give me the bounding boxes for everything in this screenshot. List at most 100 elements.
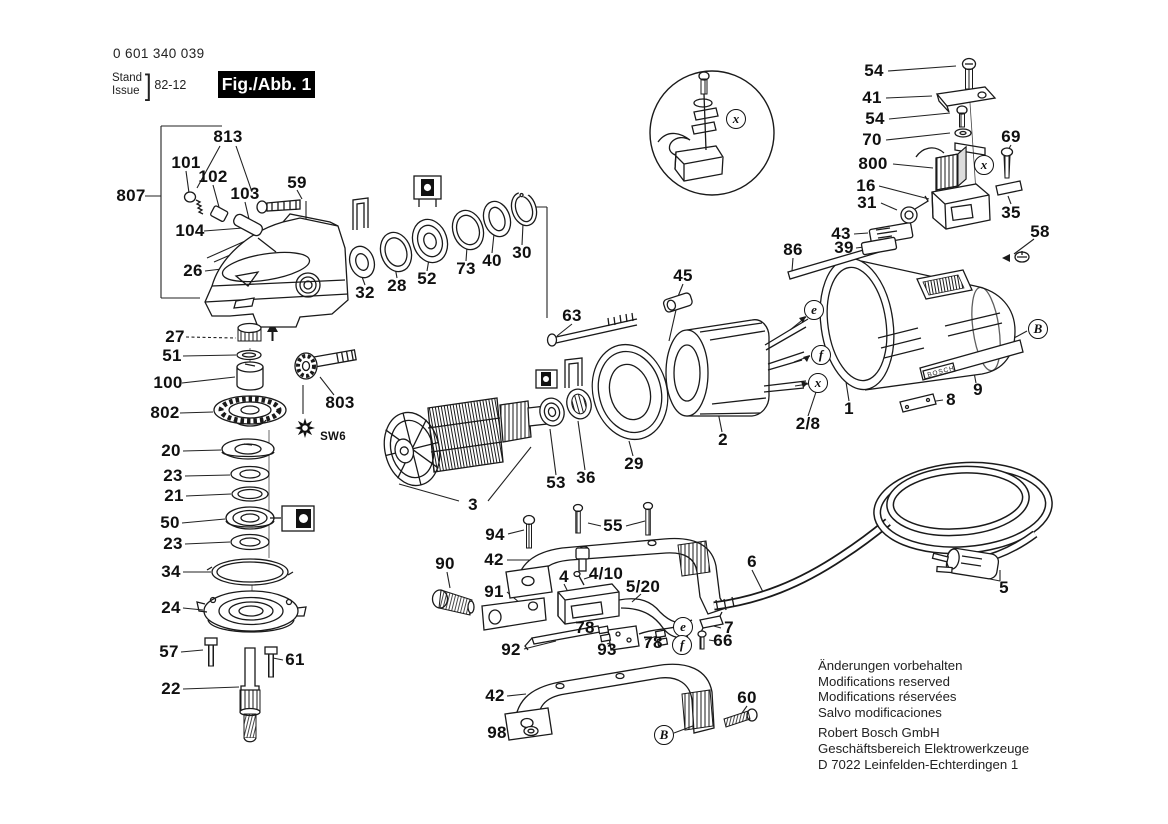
part-label-50: 50 (160, 513, 180, 532)
part-label-59: 59 (287, 173, 307, 192)
part-label-32: 32 (355, 283, 375, 302)
power-cord (873, 461, 1053, 580)
brush-holder-16 (931, 183, 991, 230)
part-label-3: 3 (468, 495, 478, 514)
part-label-51: 51 (162, 346, 182, 365)
terminal-block-93 (607, 625, 640, 651)
issue-label: Issue (112, 85, 140, 97)
ref-letter-f: f (811, 345, 831, 365)
spindle-bearing-set (348, 175, 538, 279)
part-label-57: 57 (159, 642, 179, 661)
part-label-86: 86 (783, 240, 803, 259)
part-label-55: 55 (603, 516, 623, 535)
ref-letter-x: x (726, 109, 746, 129)
stand-label: Stand (112, 72, 143, 84)
cord-clamp-7 (699, 615, 724, 629)
part-label-45: 45 (673, 266, 693, 285)
ring-28 (379, 231, 413, 273)
part-label-27: 27 (165, 327, 185, 346)
part-label-6: 6 (747, 552, 757, 571)
brand-strip-9: BOSCH (919, 339, 1024, 381)
brush-assembly (900, 57, 1023, 230)
ball-bearing-52 (411, 218, 449, 264)
part-label-21: 21 (164, 486, 184, 505)
gear-housing (183, 191, 369, 328)
part-label-800: 800 (858, 154, 888, 173)
ref-letter-x: x (808, 373, 828, 393)
plate-35 (995, 180, 1023, 196)
notice-line: Modifications reserved (818, 673, 950, 689)
part-label-23: 23 (163, 534, 183, 553)
switch-handle (431, 501, 891, 741)
part-label-4: 4 (559, 567, 569, 586)
part-label-30: 30 (512, 243, 532, 262)
carbon-brush-800 (915, 145, 967, 191)
part-label-16: 16 (856, 176, 876, 195)
part-label-54: 54 (864, 61, 884, 80)
part-label-SW6: SW6 (320, 431, 346, 443)
detail-balloon (649, 70, 775, 196)
notice-line: Salvo modificaciones (818, 704, 942, 720)
field-stator (546, 292, 809, 417)
part-label-2: 2 (718, 430, 728, 449)
part-label-22: 22 (161, 679, 181, 698)
bar-91 (481, 597, 547, 631)
notice-line: Modifications réservées (818, 689, 957, 705)
part-label-63: 63 (562, 306, 582, 325)
ref-letter-f: f (672, 635, 692, 655)
part-label-53: 53 (546, 473, 566, 492)
part-label-1: 1 (844, 399, 854, 418)
screw-60 (723, 708, 758, 728)
clamp-45 (662, 292, 693, 313)
part-label-803: 803 (325, 393, 355, 412)
part-label-9: 9 (973, 380, 983, 399)
spindle-gear-stack (196, 322, 357, 743)
issue-value: 82-12 (154, 77, 187, 92)
part-label-73: 73 (456, 259, 476, 278)
part-label-94: 94 (485, 525, 505, 544)
figure-label: Fig./Abb. 1 (218, 71, 315, 98)
mains-plug (931, 547, 1000, 580)
part-label-103: 103 (230, 184, 260, 203)
part-label-813: 813 (213, 127, 243, 146)
part-label-42: 42 (484, 550, 504, 569)
part-label-43: 43 (831, 224, 851, 243)
part-label-102: 102 (198, 167, 228, 186)
part-label-36: 36 (576, 468, 596, 487)
part-label-20: 20 (161, 441, 181, 460)
bearing-symbol-3 (535, 369, 558, 389)
wrench-size-icon (295, 418, 315, 438)
nut-98 (523, 725, 539, 737)
part-label-52: 52 (417, 269, 437, 288)
washer-40 (482, 200, 512, 238)
part-label-29: 29 (624, 454, 644, 473)
rear-bearing-set (535, 343, 669, 441)
address-line: D 7022 Leinfelden-Echterdingen 1 (818, 756, 1019, 772)
spring-clip-31 (900, 195, 929, 224)
ref-letter-e: e (804, 300, 824, 320)
address-line: Geschäftsbereich Elektrowerkzeuge (818, 740, 1030, 756)
screw-58 (1014, 251, 1030, 263)
part-label-35: 35 (1001, 203, 1021, 222)
part-label-23: 23 (163, 466, 183, 485)
part-label-7: 7 (724, 618, 734, 637)
part-label-70: 70 (862, 130, 882, 149)
address-line: Robert Bosch GmbH (818, 725, 940, 741)
screw-57 (204, 637, 218, 667)
part-label-34: 34 (161, 562, 181, 581)
issue-bracket: ] (144, 68, 152, 102)
part-label-90: 90 (435, 554, 455, 573)
bearing-symbol-2 (270, 505, 315, 532)
part-label-24: 24 (161, 598, 181, 617)
part-label-93: 93 (597, 640, 617, 659)
spindle-22 (239, 647, 261, 743)
part-label-100: 100 (153, 373, 183, 392)
part-label-8: 8 (946, 390, 956, 409)
circlip-30 (510, 188, 538, 227)
ref-letter-x: x (974, 155, 994, 175)
part-label-60: 60 (737, 688, 757, 707)
plate-8 (899, 393, 937, 413)
